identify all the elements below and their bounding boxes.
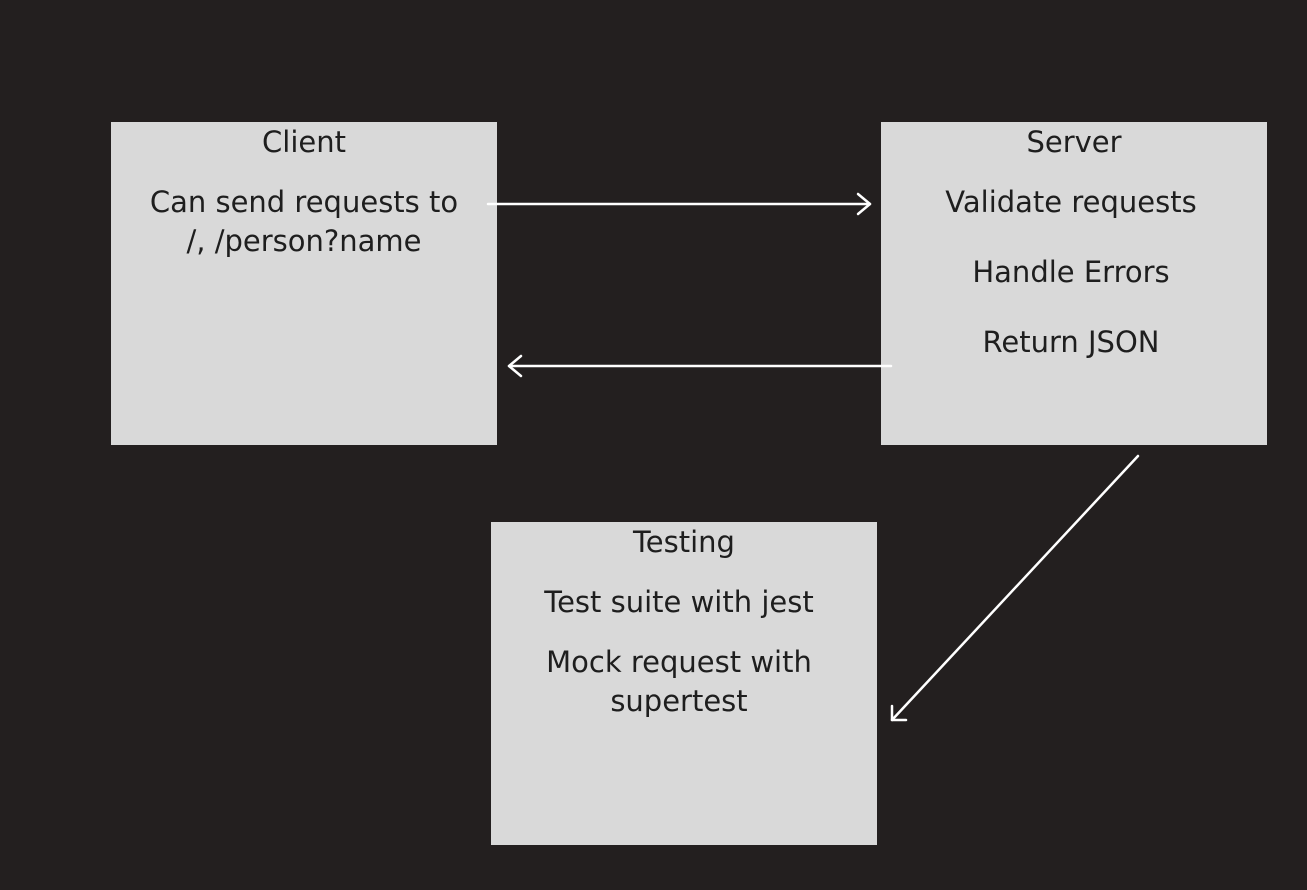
client-title: Client bbox=[262, 125, 346, 159]
arrow-client-to-server[interactable] bbox=[486, 192, 872, 216]
server-line-validate: Validate requests bbox=[945, 185, 1197, 219]
client-line-requests: Can send requests to /, /person?name bbox=[149, 185, 459, 258]
server-line-errors: Handle Errors bbox=[972, 255, 1170, 289]
server-title: Server bbox=[1026, 125, 1122, 159]
client-box[interactable]: Client Can send requests to /, /person?n… bbox=[111, 122, 497, 445]
arrow-server-to-testing[interactable] bbox=[890, 454, 1140, 722]
arrow-server-to-client[interactable] bbox=[507, 354, 893, 378]
testing-box[interactable]: Testing Test suite with jest Mock reques… bbox=[491, 522, 877, 845]
testing-title: Testing bbox=[633, 525, 735, 559]
server-line-json: Return JSON bbox=[982, 325, 1160, 359]
testing-line-jest: Test suite with jest bbox=[544, 585, 814, 619]
server-box[interactable]: Server Validate requests Handle Errors R… bbox=[881, 122, 1267, 445]
testing-line-supertest: Mock request with supertest bbox=[546, 645, 812, 718]
